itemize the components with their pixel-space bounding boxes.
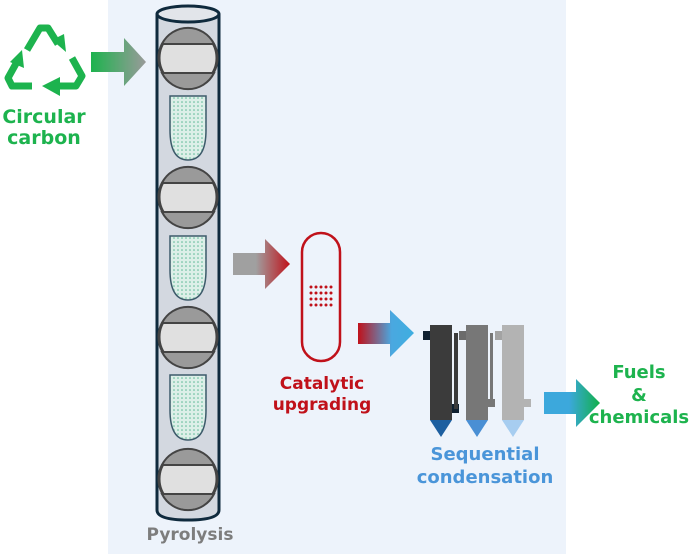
arrow-pyrolysis-to-catalytic [233, 239, 290, 289]
reactor-valve [157, 165, 219, 230]
label-sequential: Sequential [430, 444, 540, 465]
recycle-icon [4, 24, 86, 96]
label-sequential-condensation: Sequential condensation [410, 443, 560, 490]
catalytic-reactor-icon [300, 231, 342, 363]
reactor-valve [157, 26, 219, 91]
feedstock-bed [169, 95, 207, 161]
pyrolysis-reactor-icon [155, 4, 221, 522]
arrow-input-to-pyrolysis [91, 38, 146, 86]
reactor-valve [157, 447, 219, 512]
label-pyrolysis: Pyrolysis [146, 525, 234, 545]
feedstock-bed [169, 235, 207, 301]
label-catalytic-upgrading: Catalytic upgrading [262, 374, 382, 417]
label-condensation: condensation [416, 467, 554, 489]
label-carbon: carbon [7, 126, 81, 149]
feedstock-bed [169, 374, 207, 441]
arrow-catalytic-to-condensation [358, 310, 414, 357]
label-fuels: Fuels [612, 362, 666, 383]
label-fuels-chemicals: Fuels & chemicals [584, 362, 694, 430]
catalyst-particles [309, 285, 333, 307]
label-ampersand: & [631, 384, 647, 406]
condenser-train-icon [423, 325, 531, 437]
label-upgrading: upgrading [272, 395, 372, 416]
arrow-condensation-to-output [544, 379, 600, 427]
label-circular: Circular [2, 106, 86, 128]
label-catalytic: Catalytic [279, 374, 365, 394]
label-chemicals: chemicals [588, 407, 690, 428]
reactor-valve [157, 305, 219, 370]
label-circular-carbon: Circular carbon [0, 107, 88, 149]
